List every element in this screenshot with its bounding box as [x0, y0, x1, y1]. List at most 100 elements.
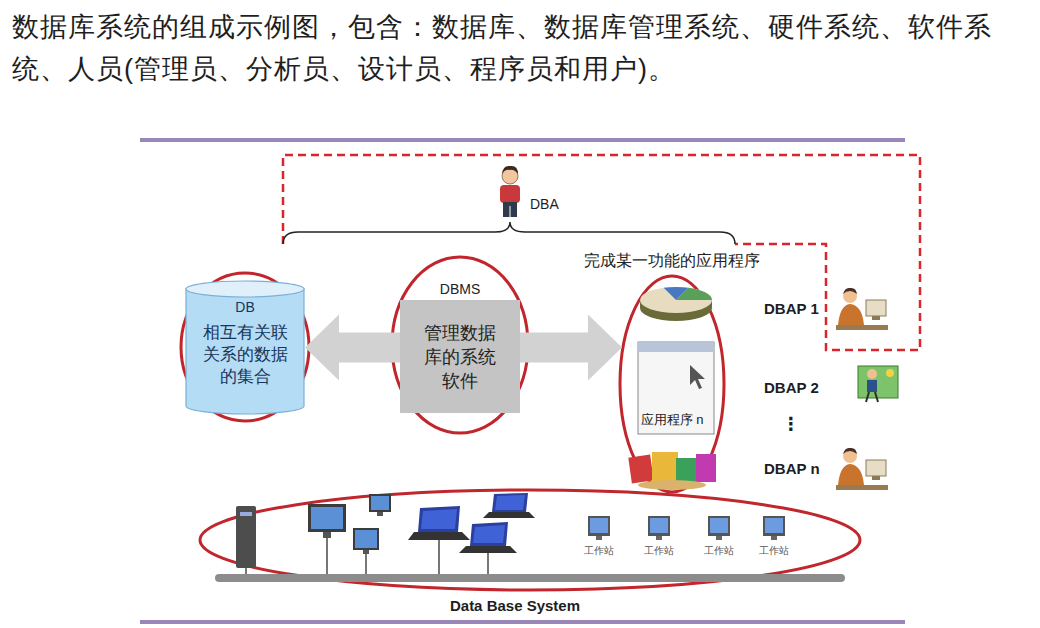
program-name: DBAP 1: [764, 300, 822, 318]
group-ring: [620, 276, 724, 492]
program-name: DBAP 2: [764, 379, 822, 397]
frame-rule: [140, 620, 905, 624]
user-hair: [843, 448, 857, 454]
dba-hair: [502, 166, 518, 174]
dba-trousers: [503, 202, 517, 217]
label-slot: Data Base System: [365, 597, 665, 615]
app-item: [628, 455, 653, 484]
pie-wedge: [664, 287, 689, 300]
label-slot: DBAP n: [764, 460, 822, 478]
label-slot: 工作站: [703, 545, 735, 557]
label-slot: 工作站: [583, 545, 615, 557]
device-name: 工作站: [703, 545, 735, 557]
laptop-display: [473, 525, 505, 543]
server-tower: [236, 506, 256, 568]
monitor-screen: [355, 530, 377, 548]
dba-head: [502, 168, 518, 184]
device-name: 工作站: [643, 545, 675, 557]
network-drop: [245, 568, 247, 574]
app-item: [652, 452, 678, 482]
monitor-stand: [323, 532, 331, 538]
user-body: [867, 380, 877, 392]
app-window-bar: [638, 342, 714, 352]
workstation-bezel: [648, 516, 670, 536]
group-ring: [181, 273, 309, 421]
laptop-screen: [470, 522, 508, 546]
laptop-keyboard: [483, 512, 535, 518]
application-name: 应用程序 n: [622, 412, 722, 428]
monitor-screen: [311, 507, 343, 529]
label-slot: DBAP 1: [764, 300, 822, 318]
pie-chart-top: [640, 287, 712, 313]
database-description: 相互有关联关系的数据的集合: [199, 322, 291, 388]
group-ring: [392, 257, 528, 433]
user-monitor: [866, 300, 886, 316]
laptop-keyboard: [408, 532, 470, 540]
monitor-bezel: [353, 528, 379, 550]
user-monitor-base: [872, 316, 880, 320]
user-monitor-base: [872, 476, 880, 480]
user-leg: [866, 392, 869, 402]
laptop-screen: [492, 493, 528, 512]
label-slot: 工作站: [758, 545, 790, 557]
user-head: [843, 449, 857, 463]
workstation-bezel: [708, 516, 730, 536]
user-hair: [843, 288, 857, 294]
cylinder-top: [186, 281, 304, 297]
label-slot: ⋮: [782, 413, 802, 435]
network-drop: [487, 553, 489, 574]
app-item: [696, 454, 716, 482]
user-body: [838, 464, 864, 485]
database-label: DB: [185, 280, 305, 316]
user-head: [867, 369, 877, 379]
user-picture: [858, 366, 898, 398]
pie-chart-side: [640, 295, 712, 321]
user-head: [843, 289, 857, 303]
app-item-tray: [638, 480, 706, 490]
block-arrow: [305, 315, 400, 381]
device-name: 工作站: [583, 545, 615, 557]
device-name: 工作站: [758, 545, 790, 557]
system-caption: Data Base System: [365, 597, 665, 615]
workstation-screen: [710, 518, 728, 533]
arrow-shaft: [338, 333, 400, 363]
network-drop: [365, 554, 367, 574]
user-desk: [836, 325, 888, 330]
pie-chart-side: [640, 300, 712, 308]
laptop-screen: [418, 506, 460, 532]
mouse-cursor: [690, 365, 705, 389]
application-group: 完成某一功能的应用程序应用程序 n: [622, 272, 722, 492]
server-panel: [240, 512, 252, 516]
workstation-stand: [771, 536, 777, 540]
database-cylinder: DB 相互有关联关系的数据的集合: [185, 280, 305, 415]
workstation-bezel: [588, 516, 610, 536]
role-name: DBA: [530, 196, 580, 213]
dbms-block: DBMS 管理数据库的系统软件: [400, 280, 520, 415]
dbms-box-text: 管理数据库的系统软件: [400, 300, 520, 413]
dbms-label: DBMS: [400, 280, 520, 298]
laptop-keyboard: [459, 546, 517, 553]
laptop-display: [421, 509, 457, 529]
monitor-stand: [377, 512, 383, 516]
dba-shirt: [500, 185, 520, 203]
network-drop: [326, 538, 328, 574]
app-item: [676, 458, 698, 482]
monitor-bezel: [308, 504, 346, 532]
user-monitor: [866, 460, 886, 476]
workstation-screen: [765, 518, 783, 533]
group-ring: [200, 490, 860, 590]
pie-wedge: [676, 288, 712, 300]
dba-scope-line: [283, 155, 920, 350]
frame-rule: [140, 138, 905, 142]
monitor-screen: [371, 496, 389, 510]
arrow-head: [305, 315, 339, 381]
workstation-stand: [716, 536, 722, 540]
user-body: [838, 304, 864, 325]
workstation-screen: [590, 518, 608, 533]
label-slot: DBAP 2: [764, 379, 822, 397]
ellipsis-mark: ⋮: [782, 413, 802, 435]
dba-leg-gap: [510, 206, 511, 217]
program-name: DBAP n: [764, 460, 822, 478]
